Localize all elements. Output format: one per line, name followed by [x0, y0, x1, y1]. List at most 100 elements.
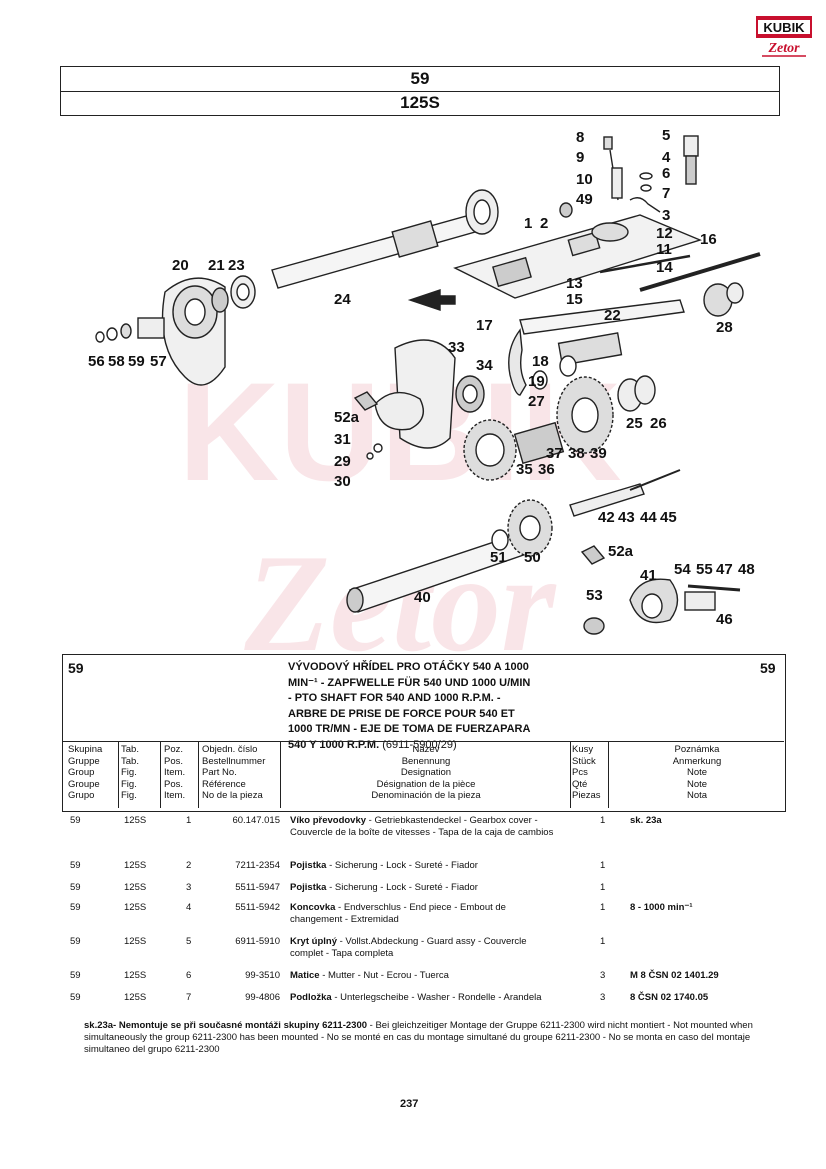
callout-label: 52a	[334, 409, 360, 426]
row-name: Koncovka	[290, 902, 336, 913]
svg-text:KUBIK: KUBIK	[763, 20, 805, 35]
kubik-zetor-logo: KUBIK Zetor	[756, 16, 812, 60]
title-line: VÝVODOVÝ HŘÍDEL PRO OTÁČKY 540 A 1000	[288, 661, 529, 673]
callout-label: 12	[656, 225, 673, 242]
row-part-number: 99-4806	[245, 992, 280, 1003]
callout-label: 22	[604, 307, 621, 324]
row-note: 8 ČSN 02 1740.05	[630, 992, 709, 1003]
callout-label: 21	[208, 257, 225, 274]
row-note: 8 - 1000 min⁻¹	[630, 902, 693, 913]
callout-label: 41	[640, 567, 657, 584]
callout-label: 8	[576, 129, 584, 146]
row-part-number: 6911-5910	[235, 936, 280, 947]
title-line: MIN⁻¹ - ZAPFWELLE FÜR 540 UND 1000 U/MIN	[288, 676, 531, 689]
callout-label: 34	[476, 357, 493, 374]
page-number: 237	[400, 1098, 419, 1110]
callout-label: 28	[716, 319, 733, 336]
callout-label: 5	[662, 127, 670, 144]
section-title: VÝVODOVÝ HŘÍDEL PRO OTÁČKY 540 A 1000 MI…	[288, 660, 588, 753]
callout-label: 7	[662, 185, 670, 202]
callout-label: 33	[448, 339, 465, 356]
col-header-poz: Poz. Pos. Item. Pos. Item.	[164, 744, 186, 801]
callout-label: 37	[546, 445, 563, 462]
row-group: 59	[70, 992, 81, 1003]
callout-label: 30	[334, 473, 351, 490]
row-translations: - Unterlegscheibe - Washer - Rondelle - …	[331, 992, 542, 1003]
row-group: 59	[70, 860, 81, 871]
row-translations: - Mutter - Nut - Ecrou - Tuerca	[319, 970, 449, 981]
col-header-part-no: Objedn. číslo Bestellnummer Part No. Réf…	[202, 744, 266, 801]
callout-label: 43	[618, 509, 635, 526]
callout-label: 52a	[608, 543, 634, 560]
col-header-tab: Tab. Tab. Fig. Fig. Fig.	[121, 744, 139, 801]
callout-label: 13	[566, 275, 583, 292]
callout-label: 47	[716, 561, 733, 578]
callout-label: 25	[626, 415, 643, 432]
row-name: Pojistka	[290, 882, 327, 893]
row-tab: 125S	[124, 902, 147, 913]
row-part-number: 5511-5942	[235, 902, 280, 913]
footnote: sk.23a- Nemontuje se při současné montáž…	[84, 1020, 784, 1056]
row-quantity: 1	[600, 860, 606, 871]
callout-label: 11	[656, 241, 672, 258]
col-divider	[280, 741, 281, 808]
callout-label: 3	[662, 207, 670, 224]
row-position: 2	[186, 860, 192, 871]
title-line: - PTO SHAFT FOR 540 AND 1000 R.P.M. -	[288, 692, 501, 704]
callout-label: 39	[590, 445, 607, 462]
row-quantity: 1	[600, 936, 606, 947]
callout-label: 46	[716, 611, 733, 628]
callout-label: 45	[660, 509, 677, 526]
callout-label: 48	[738, 561, 755, 578]
callout-label: 17	[476, 317, 493, 334]
callout-label: 23	[228, 257, 245, 274]
row-note: M 8 ČSN 02 1401.29	[630, 970, 719, 981]
row-tab: 125S	[124, 860, 147, 871]
row-group: 59	[70, 815, 81, 826]
callout-label: 14	[656, 259, 673, 276]
callout-label: 27	[528, 393, 545, 410]
row-translations: - Sicherung - Lock - Sureté - Fiador	[326, 882, 478, 893]
row-tab: 125S	[124, 992, 147, 1003]
callout-label: 59	[128, 353, 145, 370]
row-description: Podložka - Unterlegscheibe - Washer - Ro…	[290, 992, 560, 1004]
row-name: Matice	[290, 970, 320, 981]
row-position: 1	[186, 815, 192, 826]
row-tab: 125S	[124, 936, 147, 947]
row-tab: 125S	[124, 882, 147, 893]
row-group: 59	[70, 970, 81, 981]
title-line: 1000 TR/MN - EJE DE TOMA DE FUERZAPARA	[288, 723, 531, 735]
callout-label: 42	[598, 509, 615, 526]
col-divider	[118, 741, 119, 808]
group-number-header: 59	[60, 66, 780, 92]
row-tab: 125S	[124, 970, 147, 981]
callout-label: 55	[696, 561, 713, 578]
row-quantity: 1	[600, 815, 606, 826]
parts-table-frame	[62, 654, 786, 812]
footnote-bold: sk.23a- Nemontuje se při současné montáž…	[84, 1020, 368, 1031]
row-description: Pojistka - Sicherung - Lock - Sureté - F…	[290, 882, 560, 894]
col-divider	[570, 741, 571, 808]
col-divider	[198, 741, 199, 808]
row-translations: - Endverschlus - End piece - Embout de c…	[290, 902, 506, 925]
callout-label: 4	[662, 149, 671, 166]
row-description: Koncovka - Endverschlus - End piece - Em…	[290, 902, 560, 926]
callout-label: 44	[640, 509, 657, 526]
callout-label: 18	[532, 353, 549, 370]
row-position: 7	[186, 992, 192, 1003]
row-name: Víko převodovky	[290, 815, 367, 826]
column-header-row	[62, 741, 784, 809]
tractor-model-header: 125S	[60, 91, 780, 116]
callout-label: 58	[108, 353, 125, 370]
row-part-number: 99-3510	[245, 970, 280, 981]
callout-label: 16	[700, 231, 717, 248]
row-quantity: 1	[600, 882, 606, 893]
row-description: Víko převodovky - Getriebkastendeckel - …	[290, 815, 560, 839]
callout-label: 2	[540, 215, 548, 232]
col-header-note: Poznámka Anmerkung Note Note Nota	[672, 744, 722, 801]
callout-label: 6	[662, 165, 670, 182]
callout-label: 38	[568, 445, 585, 462]
row-translations: - Sicherung - Lock - Sureté - Fiador	[326, 860, 478, 871]
callout-label: 36	[538, 461, 555, 478]
col-divider	[608, 741, 609, 808]
